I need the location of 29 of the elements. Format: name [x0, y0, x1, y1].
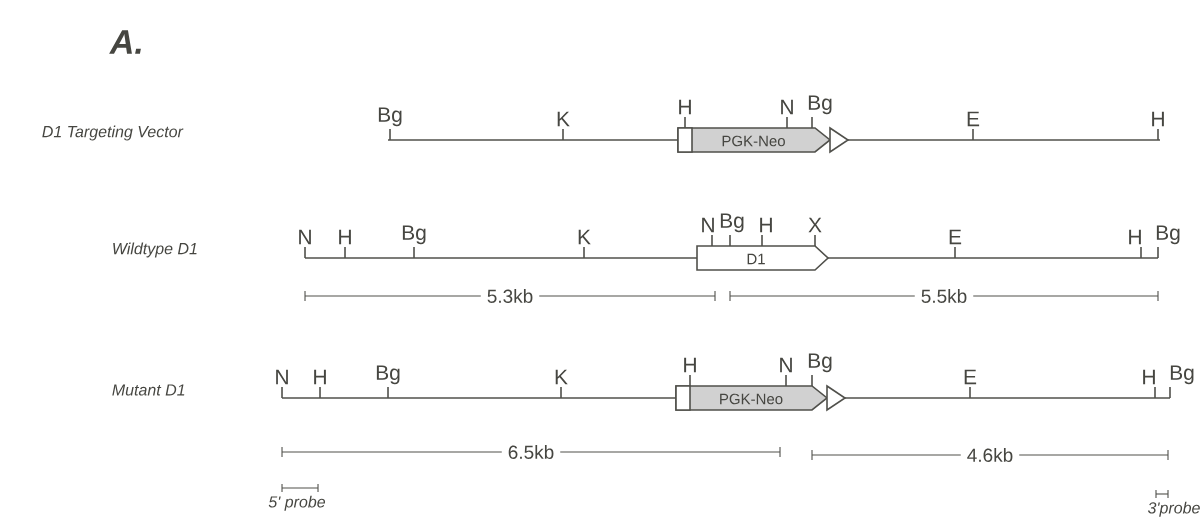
- dimension-line: 5.3kb: [304, 288, 716, 304]
- restriction-site-label: Bg: [402, 225, 426, 245]
- row-label: Wildtype D1: [113, 242, 197, 258]
- panel-letter: A.: [109, 30, 141, 54]
- restriction-site-label: Bg: [1170, 365, 1194, 385]
- restriction-site-label: N: [276, 369, 288, 385]
- restriction-site-label: H: [1143, 369, 1155, 385]
- restriction-site-label: E: [964, 369, 977, 385]
- restriction-site-label: Bg: [808, 353, 832, 373]
- restriction-site-label: H: [1152, 111, 1164, 127]
- dimension-line: 5.5kb: [729, 288, 1159, 304]
- restriction-site-label: Bg: [378, 107, 402, 127]
- restriction-site-label: H: [339, 229, 351, 245]
- restriction-site-label: K: [557, 111, 570, 127]
- gene-box: D1: [696, 245, 830, 271]
- row-label: Mutant D1: [112, 384, 185, 396]
- row-label: D1 Targeting Vector: [42, 125, 184, 141]
- restriction-site-label: H: [1129, 229, 1141, 245]
- restriction-site-label: Bg: [376, 365, 400, 385]
- restriction-site-label: Bg: [1156, 225, 1180, 245]
- restriction-site-label: Bg: [720, 213, 744, 233]
- restriction-site-label: K: [578, 229, 591, 245]
- dimension-line: 4.6kb: [811, 447, 1169, 463]
- restriction-site-label: N: [299, 229, 311, 245]
- restriction-site-label: K: [555, 369, 568, 385]
- restriction-site-label: H: [314, 369, 326, 385]
- dimension-line: 6.5kb: [281, 444, 781, 460]
- restriction-site-label: E: [949, 229, 962, 245]
- restriction-site-label: E: [967, 111, 980, 127]
